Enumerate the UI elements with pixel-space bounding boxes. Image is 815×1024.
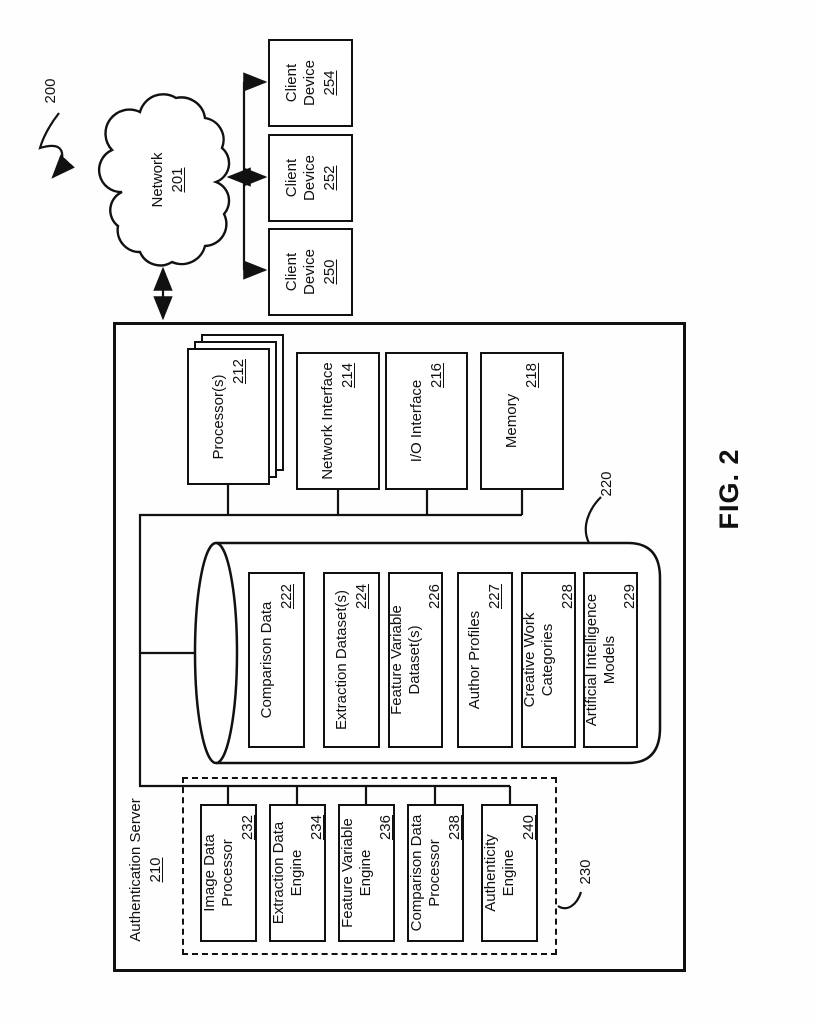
authentication-server-label: Authentication Server 210 bbox=[123, 785, 169, 955]
artificial-intelligence-models-ref: 229 bbox=[620, 584, 638, 610]
client-device-252-name: Client Device bbox=[282, 155, 318, 201]
client-device-250-box: Client Device 250 bbox=[268, 228, 353, 316]
artificial-intelligence-models-box: Artificial Intelligence Models 229 bbox=[583, 572, 638, 748]
creative-work-categories-name: Creative Work Categories bbox=[520, 612, 556, 708]
client-device-250-name: Client Device bbox=[282, 249, 318, 295]
authenticity-engine-name: Authenticity Engine bbox=[481, 834, 517, 912]
creative-work-categories-box: Creative Work Categories 228 bbox=[521, 572, 576, 748]
author-profiles-ref: 227 bbox=[485, 584, 503, 610]
network-name: Network bbox=[149, 152, 167, 208]
extraction-data-engine-box: Extraction Data Engine 234 bbox=[269, 804, 326, 942]
authentication-server-name: Authentication Server bbox=[127, 798, 145, 942]
processors-ref: 212 bbox=[229, 358, 246, 384]
feature-variable-datasets-box: Feature Variable Dataset(s) 226 bbox=[388, 572, 443, 748]
memory-ref: 218 bbox=[522, 363, 540, 389]
datastore-cylinder-end bbox=[193, 541, 239, 765]
system-bus-line bbox=[138, 513, 522, 788]
image-data-processor-ref: 232 bbox=[238, 815, 256, 841]
ref-220-text: 220 bbox=[597, 471, 615, 497]
network-label: Network 201 bbox=[140, 125, 196, 235]
ref-230-text: 230 bbox=[576, 859, 594, 885]
client-device-250-ref: 250 bbox=[320, 259, 338, 285]
processors-box: Processor(s) 212 bbox=[187, 348, 270, 485]
comparison-data-processor-box: Comparison Data Processor 238 bbox=[407, 804, 464, 942]
datastore-ref-220-label: 220 bbox=[597, 464, 617, 504]
memory-name: Memory bbox=[503, 393, 521, 449]
ref-200-text: 200 bbox=[41, 78, 59, 104]
io-interface-name: I/O Interface bbox=[407, 379, 425, 463]
comparison-data-processor-name: Comparison Data Processor bbox=[407, 814, 443, 932]
creative-work-categories-ref: 228 bbox=[558, 584, 576, 610]
authentication-server-box bbox=[113, 322, 686, 972]
extraction-datasets-name: Extraction Dataset(s) bbox=[332, 589, 350, 731]
client-device-252-ref: 252 bbox=[320, 165, 338, 191]
network-interface-name: Network Interface bbox=[319, 362, 337, 480]
ref-230-leader bbox=[557, 891, 583, 910]
feature-variable-engine-name: Feature Variable Engine bbox=[338, 818, 374, 928]
feature-variable-datasets-ref: 226 bbox=[425, 584, 443, 610]
figure-title-text: FIG. 2 bbox=[713, 448, 744, 530]
io-interface-ref: 216 bbox=[427, 363, 444, 389]
comparison-data-box: Comparison Data 222 bbox=[248, 572, 305, 748]
client-device-254-name: Client Device bbox=[282, 60, 318, 106]
engine-group-dashed-box bbox=[182, 777, 557, 955]
extraction-data-engine-ref: 234 bbox=[307, 815, 325, 841]
authenticity-engine-ref: 240 bbox=[519, 815, 537, 841]
feature-variable-engine-ref: 236 bbox=[376, 815, 394, 841]
artificial-intelligence-models-name: Artificial Intelligence Models bbox=[582, 593, 618, 727]
ref-200-leader-arrow bbox=[38, 112, 75, 179]
ref-220-leader bbox=[584, 496, 602, 544]
network-ref: 201 bbox=[168, 167, 186, 193]
image-data-processor-box: Image Data Processor 232 bbox=[200, 804, 257, 942]
author-profiles-box: Author Profiles 227 bbox=[457, 572, 513, 748]
network-interface-box: Network Interface 214 bbox=[296, 352, 380, 490]
comparison-data-processor-ref: 238 bbox=[445, 815, 463, 841]
authentication-server-ref: 210 bbox=[146, 857, 164, 883]
image-data-processor-name: Image Data Processor bbox=[200, 834, 236, 912]
author-profiles-name: Author Profiles bbox=[466, 610, 484, 710]
client-device-254-box: Client Device 254 bbox=[268, 39, 353, 127]
authenticity-engine-box: Authenticity Engine 240 bbox=[481, 804, 538, 942]
comparison-data-ref: 222 bbox=[277, 584, 294, 610]
client-device-254-ref: 254 bbox=[320, 70, 338, 96]
comparison-data-name: Comparison Data bbox=[257, 601, 275, 719]
figure-title: FIG. 2 bbox=[712, 434, 746, 544]
feature-variable-engine-box: Feature Variable Engine 236 bbox=[338, 804, 395, 942]
network-interface-ref: 214 bbox=[338, 363, 356, 389]
figure-ref-200-label: 200 bbox=[41, 71, 61, 111]
io-interface-box: I/O Interface 216 bbox=[385, 352, 468, 490]
network-cloud bbox=[97, 93, 231, 267]
engine-group-ref-230-label: 230 bbox=[576, 852, 596, 892]
extraction-data-engine-name: Extraction Data Engine bbox=[269, 821, 305, 925]
extraction-datasets-ref: 224 bbox=[352, 584, 369, 610]
client-device-252-box: Client Device 252 bbox=[268, 134, 353, 222]
feature-variable-datasets-name: Feature Variable Dataset(s) bbox=[387, 605, 423, 715]
extraction-datasets-box: Extraction Dataset(s) 224 bbox=[323, 572, 380, 748]
processors-name: Processor(s) bbox=[209, 374, 227, 460]
memory-box: Memory 218 bbox=[480, 352, 564, 490]
